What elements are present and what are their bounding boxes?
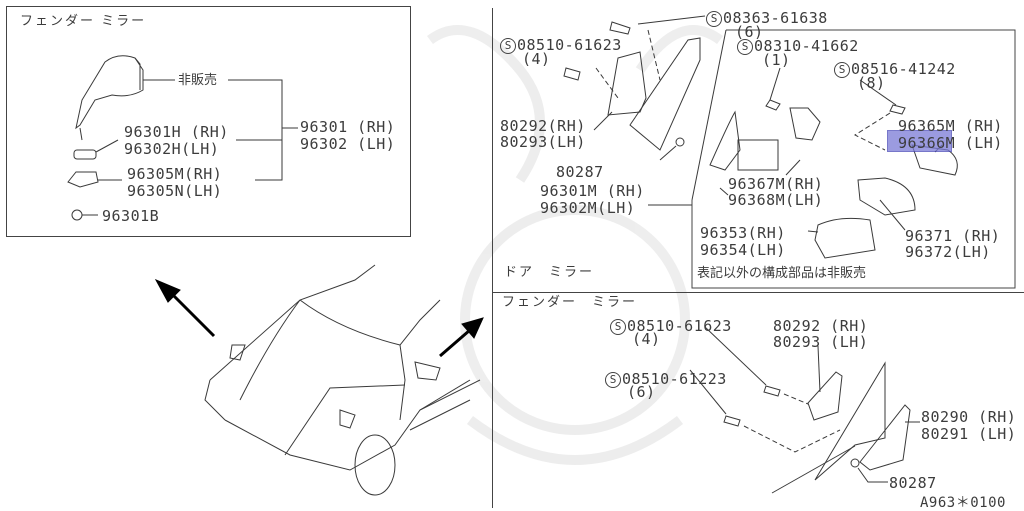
qty-label: (6) [735, 23, 764, 41]
part-label[interactable]: 80287 [556, 163, 604, 181]
part-label[interactable]: 96305N(LH) [127, 182, 223, 200]
diagram-id: A963＊0100 [920, 495, 1006, 511]
part-label[interactable]: 96305M(RH) [127, 165, 223, 183]
standard-part-icon: S [834, 62, 850, 78]
qty-label: (1) [762, 51, 791, 69]
part-label-highlighted[interactable]: 96366M (LH) [898, 134, 1003, 152]
part-label[interactable]: 96302H(LH) [124, 140, 220, 158]
standard-part-icon: S [706, 11, 722, 27]
part-label[interactable]: 96301M (RH) [540, 182, 645, 200]
part-label[interactable]: 96301H (RH) [124, 123, 229, 141]
part-label[interactable]: 80290 (RH) [921, 408, 1017, 426]
qty-label: (8) [857, 74, 886, 92]
part-label[interactable]: 80293 (LH) [773, 333, 869, 351]
part-label[interactable]: 96368M(LH) [728, 191, 824, 209]
section-title-fender-mirror: フェンダー ミラー [502, 295, 638, 310]
qty-label: (6) [627, 383, 656, 401]
inset-title: フェンダー ミラー [20, 14, 147, 29]
section-title-door-mirror: ドア ミラー [504, 265, 595, 280]
part-label[interactable]: 96354(LH) [700, 241, 786, 259]
not-sold-label: 非販売 [178, 73, 218, 88]
part-label[interactable]: 96301 (RH) [300, 118, 396, 136]
part-label[interactable]: 80291 (LH) [921, 425, 1017, 443]
part-label[interactable]: 96302M(LH) [540, 199, 636, 217]
part-label[interactable]: 96372(LH) [905, 243, 991, 261]
part-highlight [887, 130, 952, 152]
not-sold-note: 表記以外の構成部品は非販売 [697, 266, 867, 281]
standard-part-icon: S [605, 372, 621, 388]
part-label[interactable]: 80287 [889, 474, 937, 492]
part-label[interactable]: 96367M(RH) [728, 175, 824, 193]
part-label[interactable]: 96302 (LH) [300, 135, 396, 153]
part-label[interactable]: 96365M (RH) [898, 117, 1003, 135]
part-label[interactable]: 80292(RH) [500, 117, 586, 135]
qty-label: (4) [522, 50, 551, 68]
watermark-logo [427, 25, 723, 465]
part-label[interactable]: 80293(LH) [500, 133, 586, 151]
part-label[interactable]: 96353(RH) [700, 224, 786, 242]
part-label[interactable]: 80292 (RH) [773, 317, 869, 335]
qty-label: (4) [632, 330, 661, 348]
standard-part-icon: S [500, 38, 516, 54]
part-label[interactable]: 96371 (RH) [905, 227, 1001, 245]
standard-part-icon: S [610, 319, 626, 335]
part-label[interactable]: 96301B [102, 207, 160, 225]
car-outline [204, 264, 481, 496]
standard-part-icon: S [737, 39, 753, 55]
direction-arrows [154, 278, 484, 358]
